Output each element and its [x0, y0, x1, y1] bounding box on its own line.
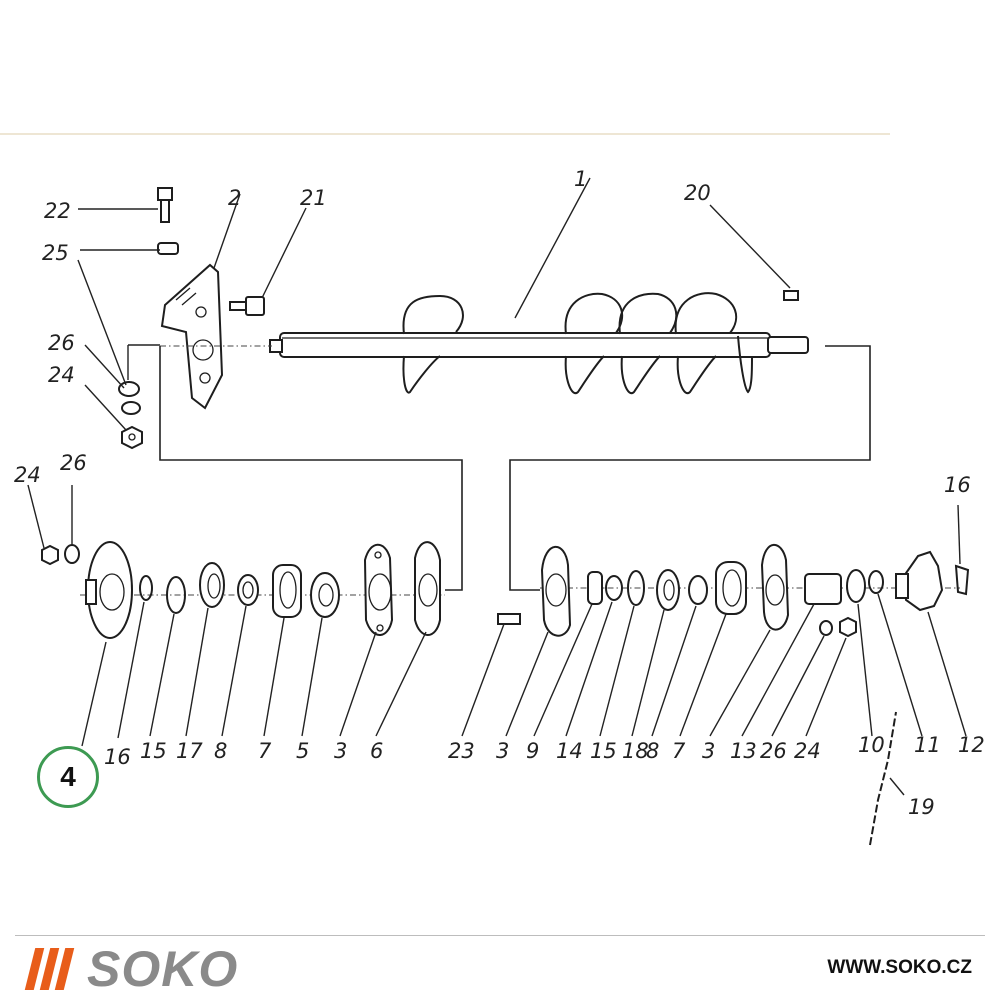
- website-link[interactable]: WWW.SOKO.CZ: [827, 957, 972, 978]
- label-part-12-right: 12: [958, 733, 985, 757]
- label-part-3-right: 3: [496, 739, 509, 763]
- label-part-1: 1: [574, 167, 587, 191]
- right-flange-3b: [760, 543, 790, 631]
- leader-lines: [27, 177, 967, 796]
- label-part-6-left: 6: [370, 739, 383, 763]
- label-part-15-right: 15: [590, 739, 617, 763]
- label-part-10-right: 10: [858, 733, 885, 757]
- label-part-14-right: 14: [556, 739, 583, 763]
- label-part-18-right: 18: [622, 739, 649, 763]
- label-part-13-right: 13: [730, 739, 757, 763]
- right-housing-7: [715, 561, 747, 615]
- figure-number: 4: [60, 761, 76, 792]
- left-flange-3: [363, 543, 394, 636]
- washer-upper-2: [121, 401, 141, 415]
- label-part-3-left: 3: [334, 739, 347, 763]
- right-clip-16: [954, 564, 970, 596]
- washer-26-upper: [118, 381, 140, 397]
- mounting-bracket: [160, 263, 224, 410]
- brand-logo: SOKO: [24, 940, 239, 998]
- right-washer-10: [846, 569, 866, 603]
- label-part-9-right: 9: [526, 739, 539, 763]
- label-part-24-right: 24: [794, 739, 821, 763]
- label-part-20: 20: [684, 181, 711, 205]
- label-part-26-left: 26: [60, 451, 87, 475]
- right-ring-11: [868, 570, 884, 594]
- brand-name: SOKO: [87, 941, 239, 997]
- right-nut-24: [839, 616, 857, 638]
- left-bearing-5: [310, 572, 340, 618]
- right-circlip-15: [627, 570, 645, 606]
- left-circlip: [139, 575, 153, 601]
- label-part-21: 21: [300, 186, 327, 210]
- left-housing-7: [272, 564, 302, 618]
- label-part-5-left: 5: [296, 739, 309, 763]
- label-part-24-left: 24: [14, 463, 41, 487]
- label-part-19-right: 19: [908, 795, 935, 819]
- label-part-8-right: 8: [646, 739, 659, 763]
- label-part-17-left: 17: [176, 739, 203, 763]
- label-part-24-upper: 24: [48, 363, 75, 387]
- right-sprocket-12: [895, 550, 944, 612]
- bolt-22: [157, 187, 173, 223]
- label-part-7-left: 7: [258, 739, 272, 763]
- label-part-23-right: 23: [448, 739, 475, 763]
- footer-divider: [15, 935, 985, 936]
- label-part-7-right: 7: [672, 739, 686, 763]
- right-sleeve-13: [804, 573, 842, 605]
- bolt-21: [229, 296, 265, 316]
- right-ring-8: [688, 575, 708, 605]
- label-part-25: 25: [42, 241, 69, 265]
- left-ring-15: [166, 576, 186, 614]
- label-part-26-right: 26: [760, 739, 787, 763]
- washer-25: [157, 242, 179, 255]
- part-labels: 1 2 20 21 22 25 26 24 24 26 16 16 15 17 …: [14, 167, 985, 819]
- right-washer-26: [819, 620, 833, 636]
- left-bearing-17: [199, 562, 225, 608]
- right-flange-3: [540, 545, 572, 637]
- label-part-22: 22: [44, 199, 71, 223]
- figure-number-badge: 4: [37, 746, 99, 808]
- left-gasket-6: [414, 541, 441, 636]
- left-ring-8: [237, 574, 259, 606]
- auger-shaft: [269, 290, 809, 395]
- right-ring-14: [605, 575, 623, 601]
- label-part-3-right-b: 3: [702, 739, 715, 763]
- right-ring-9: [587, 571, 603, 605]
- right-bolt-23: [497, 613, 521, 625]
- left-nut-24: [41, 544, 59, 566]
- label-part-16-right: 16: [944, 473, 971, 497]
- right-bearing-18: [656, 569, 680, 611]
- nut-24-upper: [121, 425, 143, 450]
- label-part-16-left: 16: [104, 745, 131, 769]
- label-part-15-left: 15: [140, 739, 167, 763]
- label-part-2: 2: [228, 186, 241, 210]
- left-washer-26: [64, 544, 80, 564]
- label-part-26-upper: 26: [48, 331, 75, 355]
- left-flange-16: [85, 541, 133, 639]
- chain-19: [869, 711, 897, 846]
- logo-stripes-icon: [24, 948, 75, 990]
- label-part-11-right: 11: [914, 733, 941, 757]
- label-part-8-left: 8: [214, 739, 227, 763]
